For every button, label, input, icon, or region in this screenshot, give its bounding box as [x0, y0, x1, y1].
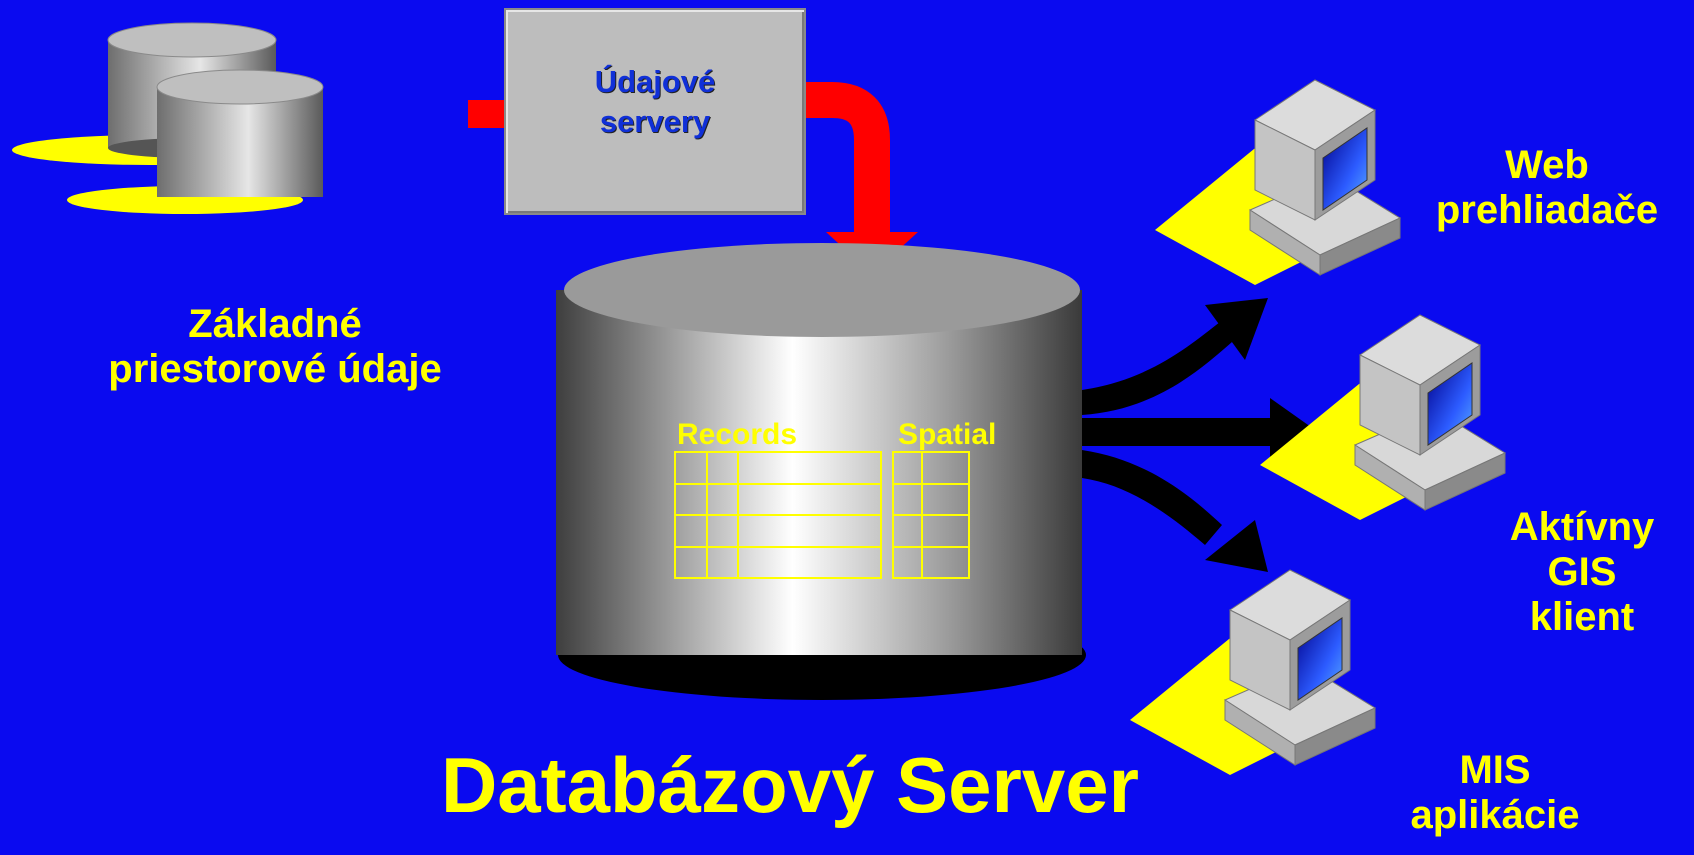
spatial-table: [892, 451, 970, 579]
gis-client-line1: Aktívny: [1509, 505, 1655, 549]
gis-client-line3: klient: [1529, 594, 1635, 639]
records-label: Records: [677, 418, 798, 451]
source-database-icon: [12, 22, 324, 214]
mis-client-line1: MIS: [1459, 748, 1531, 792]
mis-client-label: MIS aplikácie: [1365, 748, 1625, 838]
web-client-line1: Web: [1505, 143, 1589, 187]
data-servers-line1: Údajové: [594, 64, 716, 99]
computer-icon-web: [1154, 79, 1401, 286]
database-server-cylinder: [556, 243, 1086, 700]
gis-client-label: Aktívny GIS klient: [1470, 505, 1694, 639]
output-arrows: [1082, 298, 1318, 572]
gis-client-line2: GIS: [1547, 549, 1617, 594]
mis-client-line2: aplikácie: [1410, 792, 1580, 837]
spatial-label: Spatial: [898, 418, 997, 451]
source-data-line2: priestorové údaje: [108, 346, 442, 391]
data-servers-line2: servery: [599, 104, 711, 140]
data-servers-label: Údajové servery: [506, 62, 804, 143]
diagram-title: Databázový Server: [440, 741, 1140, 829]
web-client-line2: prehliadače: [1435, 187, 1659, 232]
source-data-line1: Základné: [188, 302, 362, 346]
input-arrow: [468, 82, 918, 274]
source-data-label: Základné priestorové údaje: [55, 302, 495, 392]
data-servers-box: Údajové servery: [504, 8, 806, 215]
records-table: [674, 451, 882, 579]
web-client-label: Web prehliadače: [1400, 143, 1694, 233]
